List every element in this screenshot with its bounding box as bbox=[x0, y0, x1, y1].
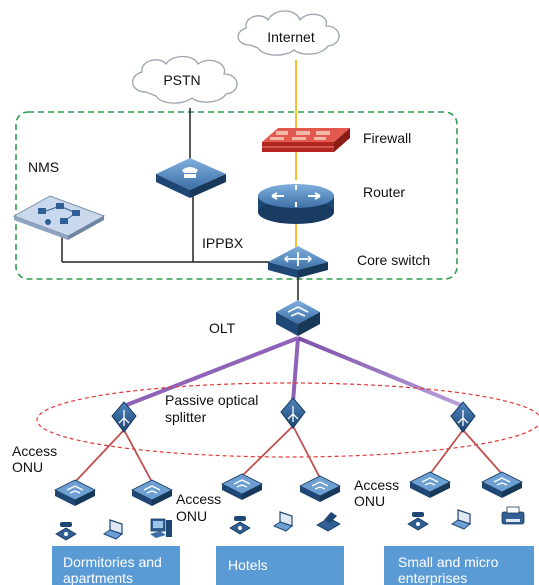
access-onu-left-line1: Access bbox=[12, 443, 57, 459]
phone-icon bbox=[407, 512, 429, 531]
pc-icon bbox=[150, 518, 172, 538]
access-onu-right-line1: Access bbox=[354, 477, 399, 493]
segment-dormitories-line1: Dormitories and bbox=[63, 554, 162, 570]
segment-hotels: Hotels bbox=[228, 557, 268, 573]
onu-icon bbox=[299, 475, 341, 502]
olt-icon bbox=[276, 300, 320, 336]
segment-bar-dormitories bbox=[52, 546, 180, 585]
nms-icon bbox=[12, 195, 106, 240]
onu-icon bbox=[409, 471, 451, 498]
splitter-icon bbox=[450, 401, 476, 433]
fax-icon bbox=[316, 512, 341, 532]
internet-cloud-icon: Internet bbox=[237, 10, 340, 56]
ippbx-icon bbox=[156, 158, 226, 198]
segment-dormitories-line2: apartments bbox=[63, 570, 133, 585]
segment-enterprises-line2: enterprises bbox=[398, 570, 467, 585]
drop-link bbox=[123, 429, 153, 483]
splitter-label-line2: splitter bbox=[165, 409, 207, 425]
onu-icon bbox=[221, 473, 263, 500]
ippbx-label: IPPBX bbox=[202, 235, 244, 251]
laptop-icon bbox=[272, 511, 294, 532]
core-switch-label: Core switch bbox=[357, 252, 430, 268]
drop-link bbox=[462, 429, 503, 475]
router-label: Router bbox=[363, 184, 405, 200]
laptop-icon bbox=[450, 509, 472, 530]
core-switch-icon bbox=[268, 246, 328, 278]
drop-link bbox=[241, 425, 294, 477]
segment-bar-hotels bbox=[216, 546, 344, 585]
firewall-icon bbox=[262, 128, 350, 152]
olt-label: OLT bbox=[209, 320, 236, 336]
fiber-left bbox=[123, 336, 299, 408]
core-network-box bbox=[15, 111, 458, 280]
laptop-icon bbox=[102, 519, 124, 540]
access-onu-mid-line1: Access bbox=[176, 491, 221, 507]
onu-icon bbox=[481, 471, 523, 498]
internet-label: Internet bbox=[267, 29, 315, 45]
pstn-label: PSTN bbox=[163, 72, 200, 88]
segment-enterprises-line1: Small and micro bbox=[398, 554, 499, 570]
fiber-right bbox=[297, 336, 464, 408]
onu-icon bbox=[54, 479, 96, 506]
fiber-mid bbox=[291, 337, 300, 403]
phone-icon bbox=[229, 516, 251, 535]
splitter-icon bbox=[280, 397, 306, 429]
router-icon bbox=[258, 184, 334, 224]
onu-icon bbox=[131, 479, 173, 506]
access-onu-right-line2: ONU bbox=[354, 493, 385, 509]
splitter-icon bbox=[111, 401, 137, 433]
pstn-cloud-icon: PSTN bbox=[132, 55, 238, 104]
firewall-label: Firewall bbox=[363, 130, 411, 146]
segment-bar-enterprises bbox=[384, 546, 534, 585]
nms-label: NMS bbox=[28, 159, 59, 175]
drop-link bbox=[292, 425, 321, 479]
access-onu-mid-line2: ONU bbox=[176, 508, 207, 524]
splitter-label-line1: Passive optical bbox=[165, 392, 258, 408]
printer-icon bbox=[501, 506, 525, 525]
drop-link bbox=[74, 429, 125, 483]
splitter-zone bbox=[36, 382, 539, 458]
drop-link bbox=[429, 429, 464, 475]
phone-icon bbox=[55, 522, 77, 541]
access-onu-left-line2: ONU bbox=[12, 459, 43, 475]
